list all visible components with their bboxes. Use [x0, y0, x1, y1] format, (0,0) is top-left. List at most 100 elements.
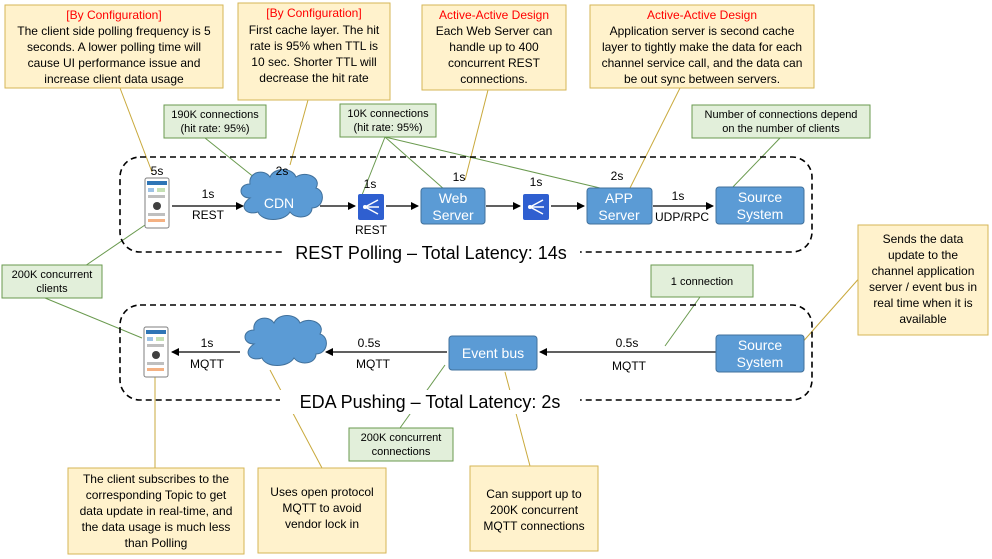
callout-heading: Active-Active Design [647, 8, 757, 22]
note-cdn-connections: 190K connections (hit rate: 95%) [163, 104, 267, 139]
svg-text:10 sec. Shorter TTL will: 10 sec. Shorter TTL will [251, 55, 376, 69]
cdn-label: CDN [264, 195, 294, 211]
svg-text:200K concurrent: 200K concurrent [490, 503, 579, 517]
svg-text:corresponding Topic to get: corresponding Topic to get [86, 488, 227, 502]
callout-source-sends-update: Sends the data update to the channel app… [857, 224, 989, 336]
svg-text:channel application: channel application [872, 264, 975, 278]
client-polling-latency-label: 5s [151, 164, 164, 178]
svg-text:Server: Server [598, 207, 640, 223]
lb1-latency-label: 1s [364, 177, 377, 191]
client-cdn-latency-label: 1s [202, 187, 215, 201]
source-system-node-bottom [715, 334, 805, 373]
svg-text:The client subscribes to the: The client subscribes to the [83, 472, 229, 486]
svg-text:channel service call, and the: channel service call, and the data can [602, 56, 803, 70]
event-source-latency-label: 0.5s [616, 336, 639, 350]
svg-text:connections.: connections. [460, 72, 527, 86]
svg-text:(hit rate: 95%): (hit rate: 95%) [353, 122, 422, 134]
svg-text:rate is 95% when TTL is: rate is 95% when TTL is [250, 39, 378, 53]
svg-text:MQTT connections: MQTT connections [483, 519, 584, 533]
event-source-protocol-label: MQTT [612, 359, 647, 373]
app-source-latency-label: 1s [672, 189, 685, 203]
cloud-event-protocol-label: MQTT [356, 357, 391, 371]
note-server-connections: 10K connections (hit rate: 95%) [339, 103, 437, 138]
svg-text:than Polling: than Polling [125, 536, 188, 550]
svg-text:190K connections: 190K connections [171, 109, 259, 121]
rest-polling-title: REST Polling – Total Latency: 14s [295, 243, 567, 263]
note-one-connection: 1 connection [650, 264, 754, 298]
callout-web-server-design: Active-Active Design Each Web Server can… [421, 4, 567, 91]
svg-text:Application server is second c: Application server is second cache [610, 24, 795, 38]
callout-heading: [By Configuration] [266, 6, 361, 20]
svg-text:1 connection: 1 connection [671, 276, 733, 288]
callout-leader-lines [119, 87, 863, 469]
event-bus-node [448, 335, 538, 371]
svg-text:200K concurrent: 200K concurrent [361, 432, 442, 444]
svg-text:available: available [899, 312, 947, 326]
svg-text:Uses open protocol: Uses open protocol [270, 485, 373, 499]
svg-text:update to the: update to the [888, 248, 958, 262]
svg-text:Can support up to: Can support up to [486, 487, 582, 501]
callout-client-subscribes: The client subscribes to the correspondi… [67, 467, 245, 555]
svg-text:Event bus: Event bus [462, 345, 524, 361]
svg-text:connections: connections [372, 446, 431, 458]
svg-text:MQTT to avoid: MQTT to avoid [282, 501, 361, 515]
source-system-node-top [715, 186, 805, 225]
svg-text:concurrent REST: concurrent REST [448, 56, 541, 70]
svg-text:System: System [737, 354, 784, 370]
callout-mqtt-capacity: Can support up to 200K concurrent MQTT c… [469, 465, 599, 552]
load-balancer-icon-2 [523, 194, 549, 220]
note-source-connections: Number of connections depend on the numb… [691, 104, 871, 139]
callout-polling-frequency: [By Configuration] The client side polli… [4, 4, 224, 89]
svg-text:be out sync between servers.: be out sync between servers. [624, 72, 780, 86]
svg-text:Source: Source [738, 189, 783, 205]
svg-text:APP: APP [605, 190, 633, 206]
mqtt-broker-cloud-icon [244, 315, 327, 366]
svg-text:clients: clients [36, 283, 68, 295]
svg-text:vendor lock in: vendor lock in [285, 517, 359, 531]
app-source-protocol-label: UDP/RPC [655, 210, 709, 224]
svg-text:data update in real-time, and: data update in real-time, and [80, 504, 233, 518]
svg-text:Each Web Server can: Each Web Server can [436, 24, 553, 38]
web-server-node [420, 187, 486, 225]
svg-text:Server: Server [432, 207, 474, 223]
svg-text:decrease the hit rate: decrease the hit rate [259, 71, 369, 85]
svg-text:(hit rate: 95%): (hit rate: 95%) [180, 123, 249, 135]
svg-text:handle up to 400: handle up to 400 [449, 40, 539, 54]
callout-heading: Active-Active Design [439, 8, 549, 22]
callout-open-protocol: Uses open protocol MQTT to avoid vendor … [257, 467, 387, 554]
svg-text:seconds. A lower polling time: seconds. A lower polling time will [27, 40, 201, 54]
bottom-client-latency-label: 1s [201, 336, 214, 350]
app-server-node [586, 187, 653, 225]
bottom-client-protocol-label: MQTT [190, 357, 225, 371]
svg-text:server / event bus in: server / event bus in [869, 280, 977, 294]
svg-text:Web: Web [439, 190, 468, 206]
client-device-icon-top [144, 177, 170, 229]
svg-text:real time when it is: real time when it is [873, 296, 972, 310]
lb2-latency-label: 1s [530, 175, 543, 189]
svg-text:cause UI performance issue and: cause UI performance issue and [28, 56, 201, 70]
cloud-event-latency-label: 0.5s [358, 336, 381, 350]
cdn-latency-label: 2s [276, 164, 289, 178]
svg-text:System: System [737, 206, 784, 222]
eda-pushing-title: EDA Pushing – Total Latency: 2s [300, 392, 561, 412]
svg-text:The client side polling freque: The client side polling frequency is 5 [17, 24, 211, 38]
load-balancer-icon-1 [358, 194, 384, 220]
note-concurrent-clients: 200K concurrent clients [1, 264, 103, 299]
callout-app-server-design: Active-Active Design Application server … [589, 4, 815, 89]
app-server-latency-label: 2s [611, 169, 624, 183]
callout-first-cache-layer: [By Configuration] First cache layer. Th… [237, 2, 391, 101]
lb1-protocol-label: REST [355, 223, 388, 237]
note-event-bus-connections: 200K concurrent connections [348, 427, 454, 462]
svg-text:Source: Source [738, 337, 783, 353]
svg-text:10K connections: 10K connections [347, 108, 429, 120]
svg-text:200K concurrent: 200K concurrent [12, 269, 93, 281]
client-cdn-protocol-label: REST [192, 208, 225, 222]
svg-text:Number of connections depend: Number of connections depend [705, 109, 858, 121]
web-server-latency-label: 1s [453, 170, 466, 184]
svg-text:First cache layer. The hit: First cache layer. The hit [249, 23, 380, 37]
svg-text:the data usage is much less: the data usage is much less [82, 520, 231, 534]
callout-heading: [By Configuration] [66, 8, 161, 22]
svg-text:on the number of clients: on the number of clients [722, 123, 840, 135]
cdn-cloud-icon [240, 169, 323, 220]
